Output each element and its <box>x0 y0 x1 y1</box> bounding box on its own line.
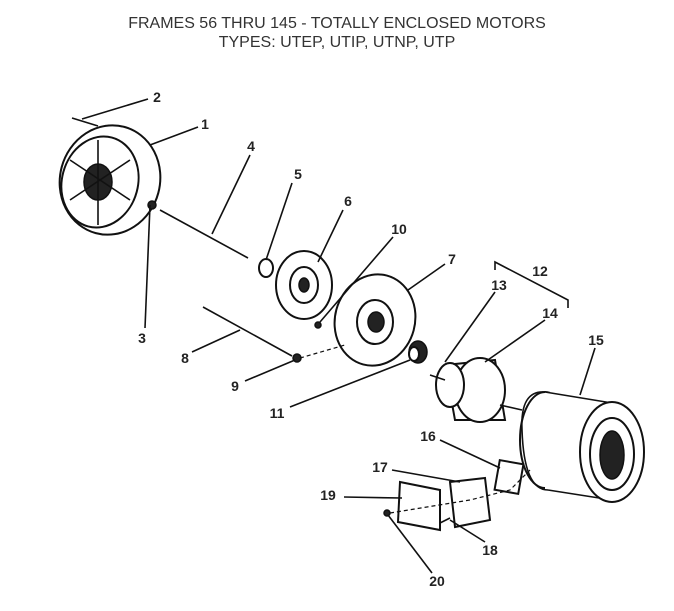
part-spring-washer <box>314 321 322 329</box>
callout-label-4: 4 <box>247 138 255 154</box>
callout-label-13: 13 <box>491 277 507 293</box>
callout-label-20: 20 <box>429 573 445 589</box>
part-conduit-cover <box>396 480 441 532</box>
part-bearing <box>408 340 428 364</box>
callout-label-11: 11 <box>270 405 285 421</box>
callout-label-19: 19 <box>320 487 336 503</box>
callout-label-6: 6 <box>344 193 352 209</box>
callout-label-9: 9 <box>231 378 239 394</box>
callout-label-12: 12 <box>532 263 548 279</box>
callout-label-2: 2 <box>153 89 161 105</box>
callout-label-17: 17 <box>372 459 388 475</box>
part-screw-18 <box>439 517 451 524</box>
part-fan <box>275 250 333 320</box>
callout-label-18: 18 <box>482 542 498 558</box>
part-bolt <box>202 306 293 357</box>
callout-label-7: 7 <box>448 251 456 267</box>
part-washer <box>258 258 274 278</box>
callout-label-1: 1 <box>201 116 209 132</box>
part-conduit-box <box>448 476 492 529</box>
part-screw <box>71 117 99 127</box>
callout-label-10: 10 <box>391 221 407 237</box>
leader-lines <box>81 98 596 574</box>
part-screw-20 <box>383 509 391 517</box>
callout-label-3: 3 <box>138 330 146 346</box>
callout-label-8: 8 <box>181 350 189 366</box>
callout-label-16: 16 <box>420 428 436 444</box>
part-fan-cover <box>58 124 162 236</box>
callout-label-5: 5 <box>294 166 302 182</box>
part-end-bracket <box>333 273 417 367</box>
diagram-title: FRAMES 56 THRU 145 - TOTALLY ENCLOSED MO… <box>128 15 546 32</box>
callout-label-15: 15 <box>588 332 604 348</box>
callout-label-14: 14 <box>542 305 558 321</box>
part-gasket <box>493 458 525 496</box>
part-through-bolt <box>159 209 249 259</box>
part-stator-frame <box>519 391 645 503</box>
diagram-subtitle: TYPES: UTEP, UTIP, UTNP, UTP <box>218 34 456 51</box>
part-rotor <box>429 357 523 423</box>
bracket-rotor-assembly <box>494 260 569 308</box>
